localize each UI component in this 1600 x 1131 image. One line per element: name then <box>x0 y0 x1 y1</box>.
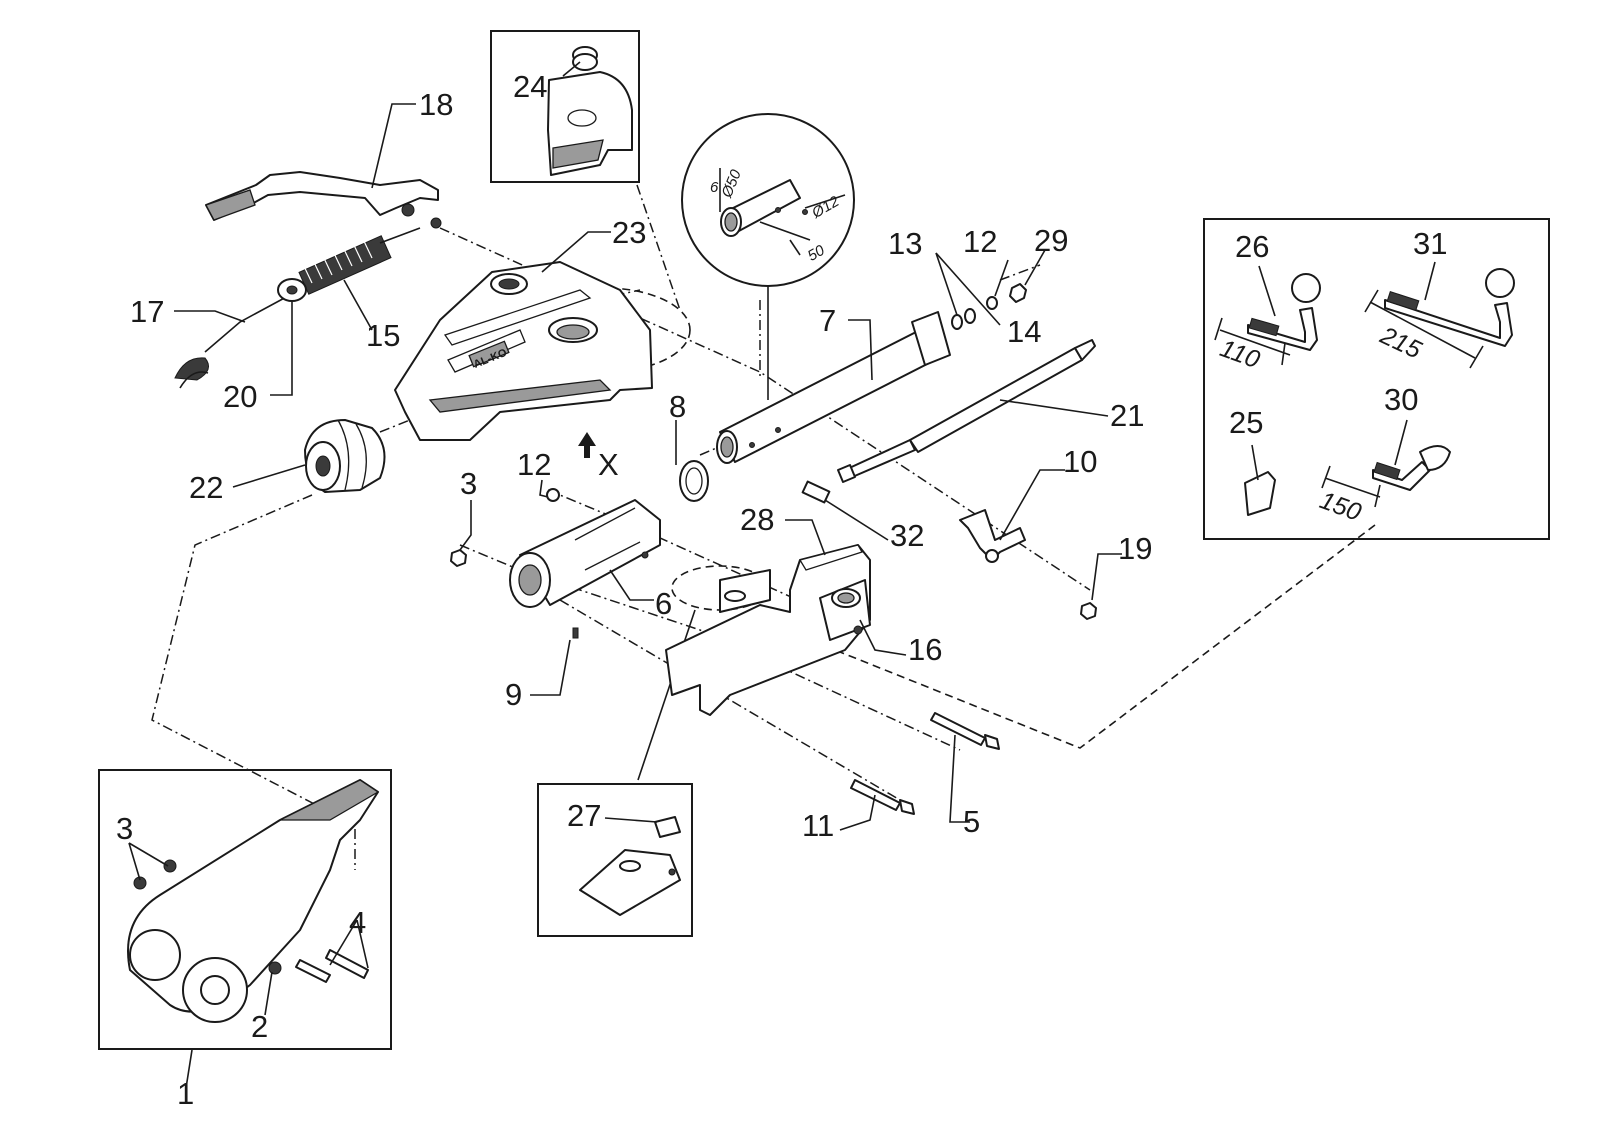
callout-1: 1 <box>177 1076 194 1111</box>
callout-13: 13 <box>888 226 922 261</box>
part-6-sleeve <box>509 499 661 608</box>
dimension-lines <box>1214 289 1484 508</box>
part-9-grease-nipple <box>572 627 579 639</box>
detail-ring-23 <box>519 287 691 373</box>
callout-23: 23 <box>612 215 646 250</box>
part-22-bellows <box>304 419 386 493</box>
callout-12-top: 12 <box>963 224 997 259</box>
callout-leaders <box>128 61 1436 1089</box>
callout-6: 6 <box>655 586 672 621</box>
part-26-handle <box>1247 273 1321 351</box>
part-24-cover <box>547 46 633 176</box>
part-15-spring <box>298 227 421 295</box>
callout-20: 20 <box>223 379 257 414</box>
callout-19: 19 <box>1118 531 1152 566</box>
callout-labels: 18 23 24 17 15 20 22 7 8 13 12 29 14 21 … <box>116 69 1447 1111</box>
callout-24: 24 <box>513 69 547 104</box>
callout-32: 32 <box>890 518 924 553</box>
callout-14: 14 <box>1007 314 1041 349</box>
view-arrow-x: X <box>578 432 619 482</box>
part-7-tube <box>716 311 951 464</box>
callout-17: 17 <box>130 294 164 329</box>
detail-circle-tube: Ø50 6 Ø12 50 <box>681 113 855 400</box>
part-8-seal <box>679 460 709 502</box>
callout-27: 27 <box>567 798 601 833</box>
callout-15: 15 <box>366 318 400 353</box>
part-11-bolt <box>850 779 915 815</box>
part-10-bracket <box>959 509 1026 563</box>
callout-22: 22 <box>189 470 223 505</box>
part-23-housing: AL-KO <box>394 261 653 441</box>
callout-21: 21 <box>1110 398 1144 433</box>
dim-hole-distance: 50 <box>805 241 829 264</box>
callout-8: 8 <box>669 389 686 424</box>
inset-part-24 <box>490 30 640 183</box>
part-1-coupling-head <box>127 779 380 1023</box>
part-17-breakaway-cable <box>174 294 291 389</box>
inset-part-1 <box>98 769 392 1050</box>
callout-12-mid: 12 <box>517 447 551 482</box>
dim-edge-offset: 6 <box>710 179 719 196</box>
accessory-box-link <box>759 524 1376 749</box>
dim-part-30: 150 <box>1316 486 1365 527</box>
part-30-handle <box>1372 445 1451 491</box>
callout-4: 4 <box>349 905 366 940</box>
part-27-plate <box>579 816 681 916</box>
callout-11: 11 <box>802 808 834 843</box>
part-18-handbrake-lever <box>205 171 442 229</box>
callout-29: 29 <box>1034 223 1068 258</box>
dim-part-26: 110 <box>1216 334 1263 374</box>
part-31-handle <box>1384 268 1515 347</box>
part-5-bolt <box>930 712 1000 750</box>
callout-3-inset: 3 <box>116 811 133 846</box>
callout-25: 25 <box>1229 405 1263 440</box>
part-21-rod <box>837 339 1096 483</box>
inset-part-27 <box>537 783 693 937</box>
callout-30: 30 <box>1384 382 1418 417</box>
callout-3-top: 3 <box>460 466 477 501</box>
part-19-nut <box>1080 602 1097 620</box>
callout-9: 9 <box>505 677 522 712</box>
part-25-clip <box>1244 471 1276 516</box>
callout-7: 7 <box>819 303 836 338</box>
accessory-box <box>1203 218 1550 540</box>
view-marker: X <box>598 447 619 482</box>
part-32-pin <box>801 480 831 504</box>
callout-2: 2 <box>251 1009 268 1044</box>
part-20-ring <box>277 278 307 302</box>
part-3-nut <box>450 549 467 567</box>
callout-18: 18 <box>419 87 453 122</box>
callout-5: 5 <box>963 804 980 839</box>
callout-31: 31 <box>1413 226 1447 261</box>
callout-28: 28 <box>740 502 774 537</box>
callout-26: 26 <box>1235 229 1269 264</box>
callout-10: 10 <box>1063 444 1097 479</box>
part-12-nut <box>546 488 560 502</box>
part-28-frame <box>665 544 871 716</box>
callout-16: 16 <box>908 632 942 667</box>
